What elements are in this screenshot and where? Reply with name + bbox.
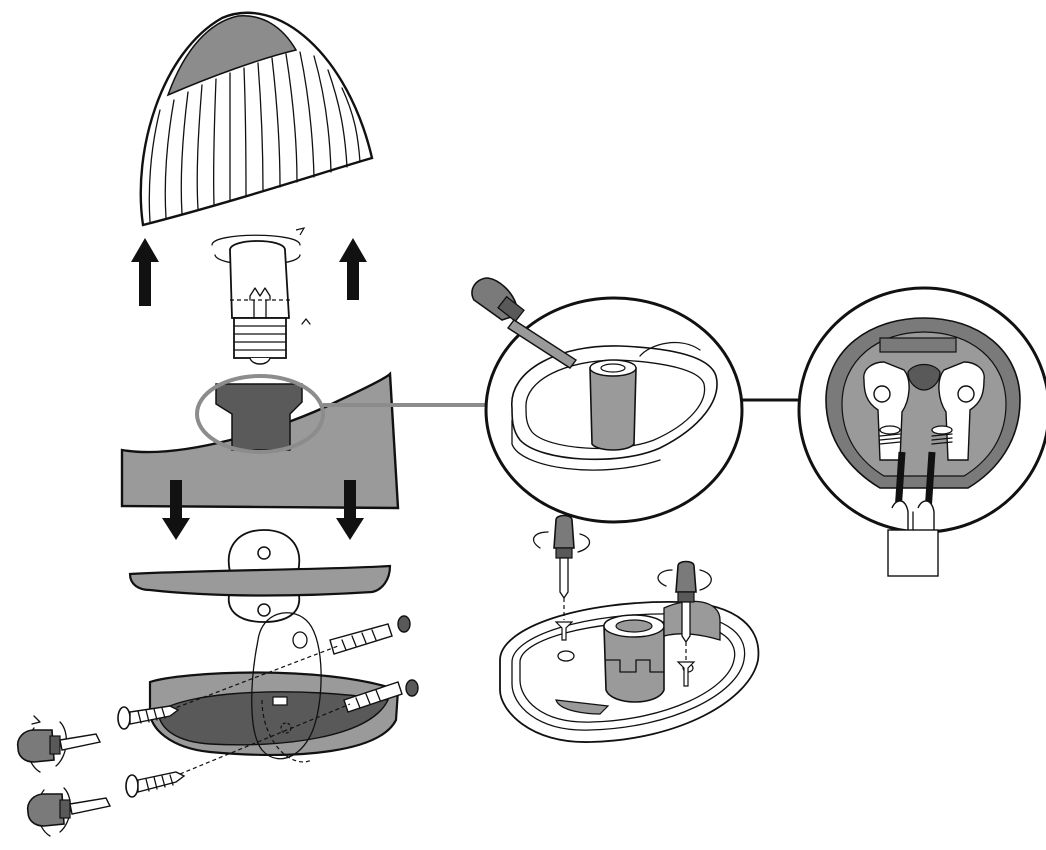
light-bulb <box>212 228 310 364</box>
lamp-shade <box>141 13 372 225</box>
mounting-plate <box>130 530 390 622</box>
lamp-base-cover <box>122 374 398 508</box>
wall-plug-upper <box>330 616 410 654</box>
screw-lower <box>126 772 184 797</box>
arrow-up-right <box>339 238 367 300</box>
base-with-socket <box>500 601 758 742</box>
arrow-up-left <box>131 238 159 306</box>
screwdriver-upper-left <box>18 716 100 772</box>
screwdriver-lower-left <box>28 788 110 836</box>
terminal-detail-circle <box>799 288 1046 532</box>
